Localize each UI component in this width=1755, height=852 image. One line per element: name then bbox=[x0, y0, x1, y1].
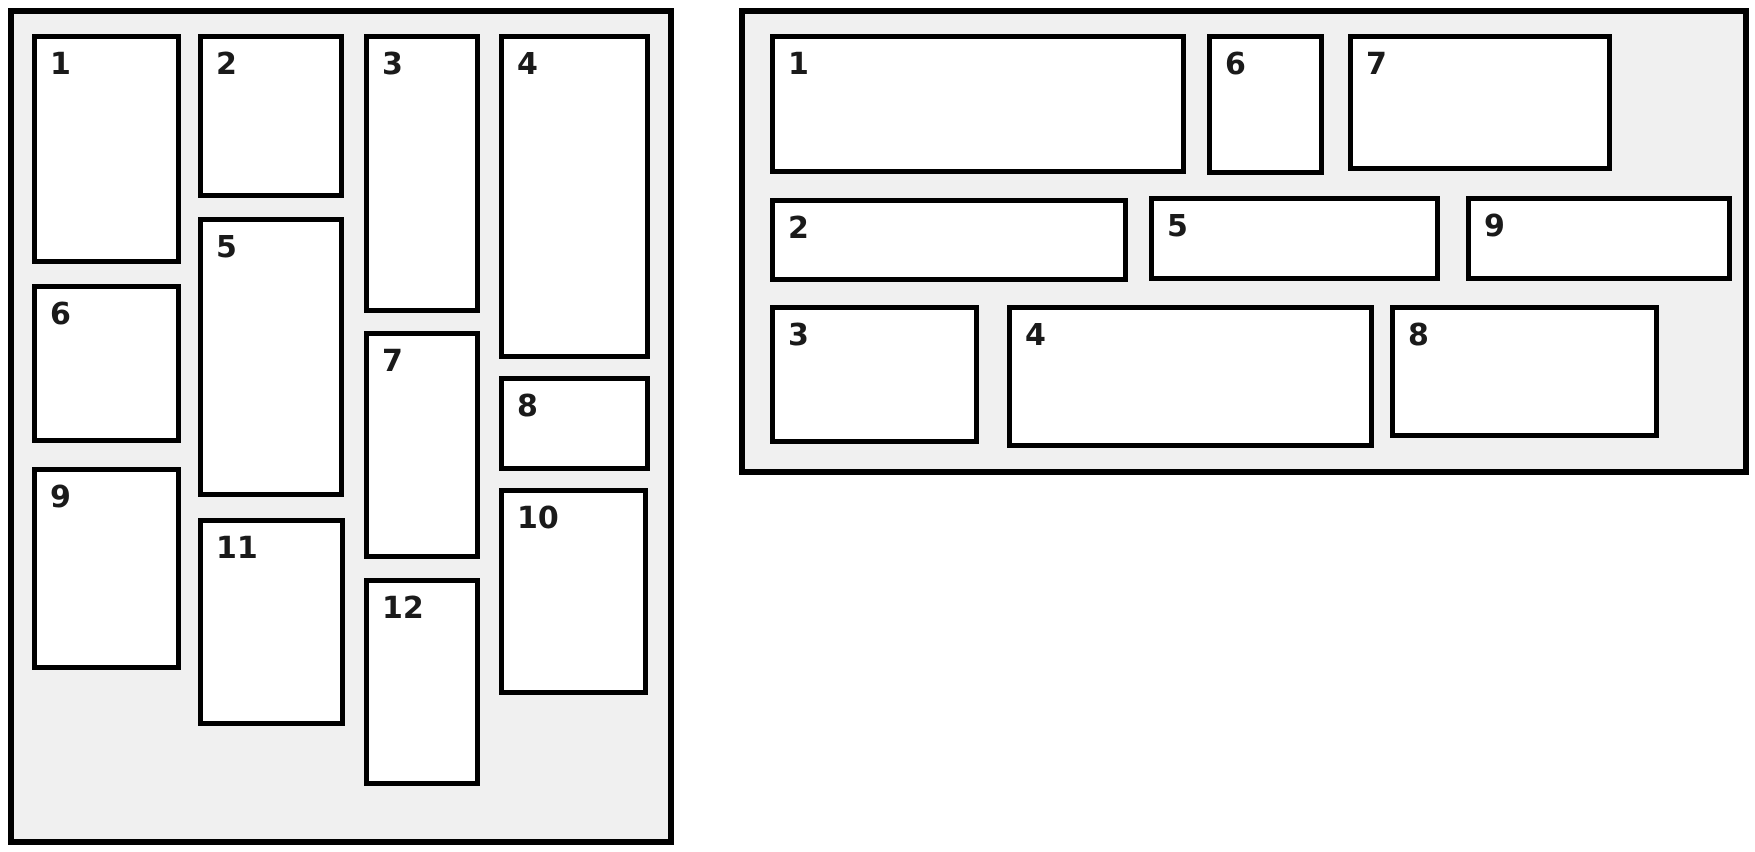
masonry-item-label: 4 bbox=[1025, 318, 1046, 353]
masonry-item-5: 5 bbox=[198, 217, 344, 497]
masonry-item-label: 4 bbox=[517, 47, 538, 82]
masonry-item-2: 2 bbox=[770, 198, 1128, 282]
masonry-item-10: 10 bbox=[499, 488, 648, 695]
masonry-item-label: 9 bbox=[1484, 209, 1505, 244]
masonry-item-11: 11 bbox=[198, 518, 345, 726]
masonry-item-label: 5 bbox=[1167, 209, 1188, 244]
masonry-item-3: 3 bbox=[364, 34, 480, 313]
masonry-item-4: 4 bbox=[499, 34, 650, 359]
masonry-item-label: 12 bbox=[382, 591, 424, 626]
masonry-item-label: 11 bbox=[216, 531, 258, 566]
masonry-item-8: 8 bbox=[499, 376, 650, 471]
masonry-item-6: 6 bbox=[1207, 34, 1324, 175]
masonry-item-label: 1 bbox=[788, 47, 809, 82]
masonry-item-7: 7 bbox=[364, 331, 480, 559]
masonry-item-label: 7 bbox=[1366, 47, 1387, 82]
masonry-item-label: 2 bbox=[788, 211, 809, 246]
masonry-item-label: 6 bbox=[1225, 47, 1246, 82]
masonry-item-1: 1 bbox=[770, 34, 1186, 174]
masonry-item-5: 5 bbox=[1149, 196, 1440, 281]
masonry-item-4: 4 bbox=[1007, 305, 1374, 448]
masonry-item-label: 9 bbox=[50, 480, 71, 515]
masonry-item-9: 9 bbox=[32, 467, 181, 670]
masonry-item-label: 8 bbox=[1408, 318, 1429, 353]
masonry-item-label: 3 bbox=[382, 47, 403, 82]
masonry-item-12: 12 bbox=[364, 578, 480, 786]
masonry-item-label: 2 bbox=[216, 47, 237, 82]
masonry-item-9: 9 bbox=[1466, 196, 1732, 281]
masonry-item-label: 3 bbox=[788, 318, 809, 353]
masonry-item-1: 1 bbox=[32, 34, 181, 264]
masonry-item-label: 8 bbox=[517, 389, 538, 424]
masonry-item-7: 7 bbox=[1348, 34, 1612, 171]
masonry-item-8: 8 bbox=[1390, 305, 1659, 438]
horizontal-masonry-panel: 1 2 3 4 5 6 7 8 9 bbox=[739, 8, 1749, 475]
masonry-item-3: 3 bbox=[770, 305, 979, 444]
masonry-item-label: 6 bbox=[50, 297, 71, 332]
masonry-item-label: 1 bbox=[50, 47, 71, 82]
masonry-item-label: 10 bbox=[517, 501, 559, 536]
masonry-item-label: 5 bbox=[216, 230, 237, 265]
masonry-item-label: 7 bbox=[382, 344, 403, 379]
masonry-item-6: 6 bbox=[32, 284, 181, 443]
masonry-item-2: 2 bbox=[198, 34, 344, 198]
